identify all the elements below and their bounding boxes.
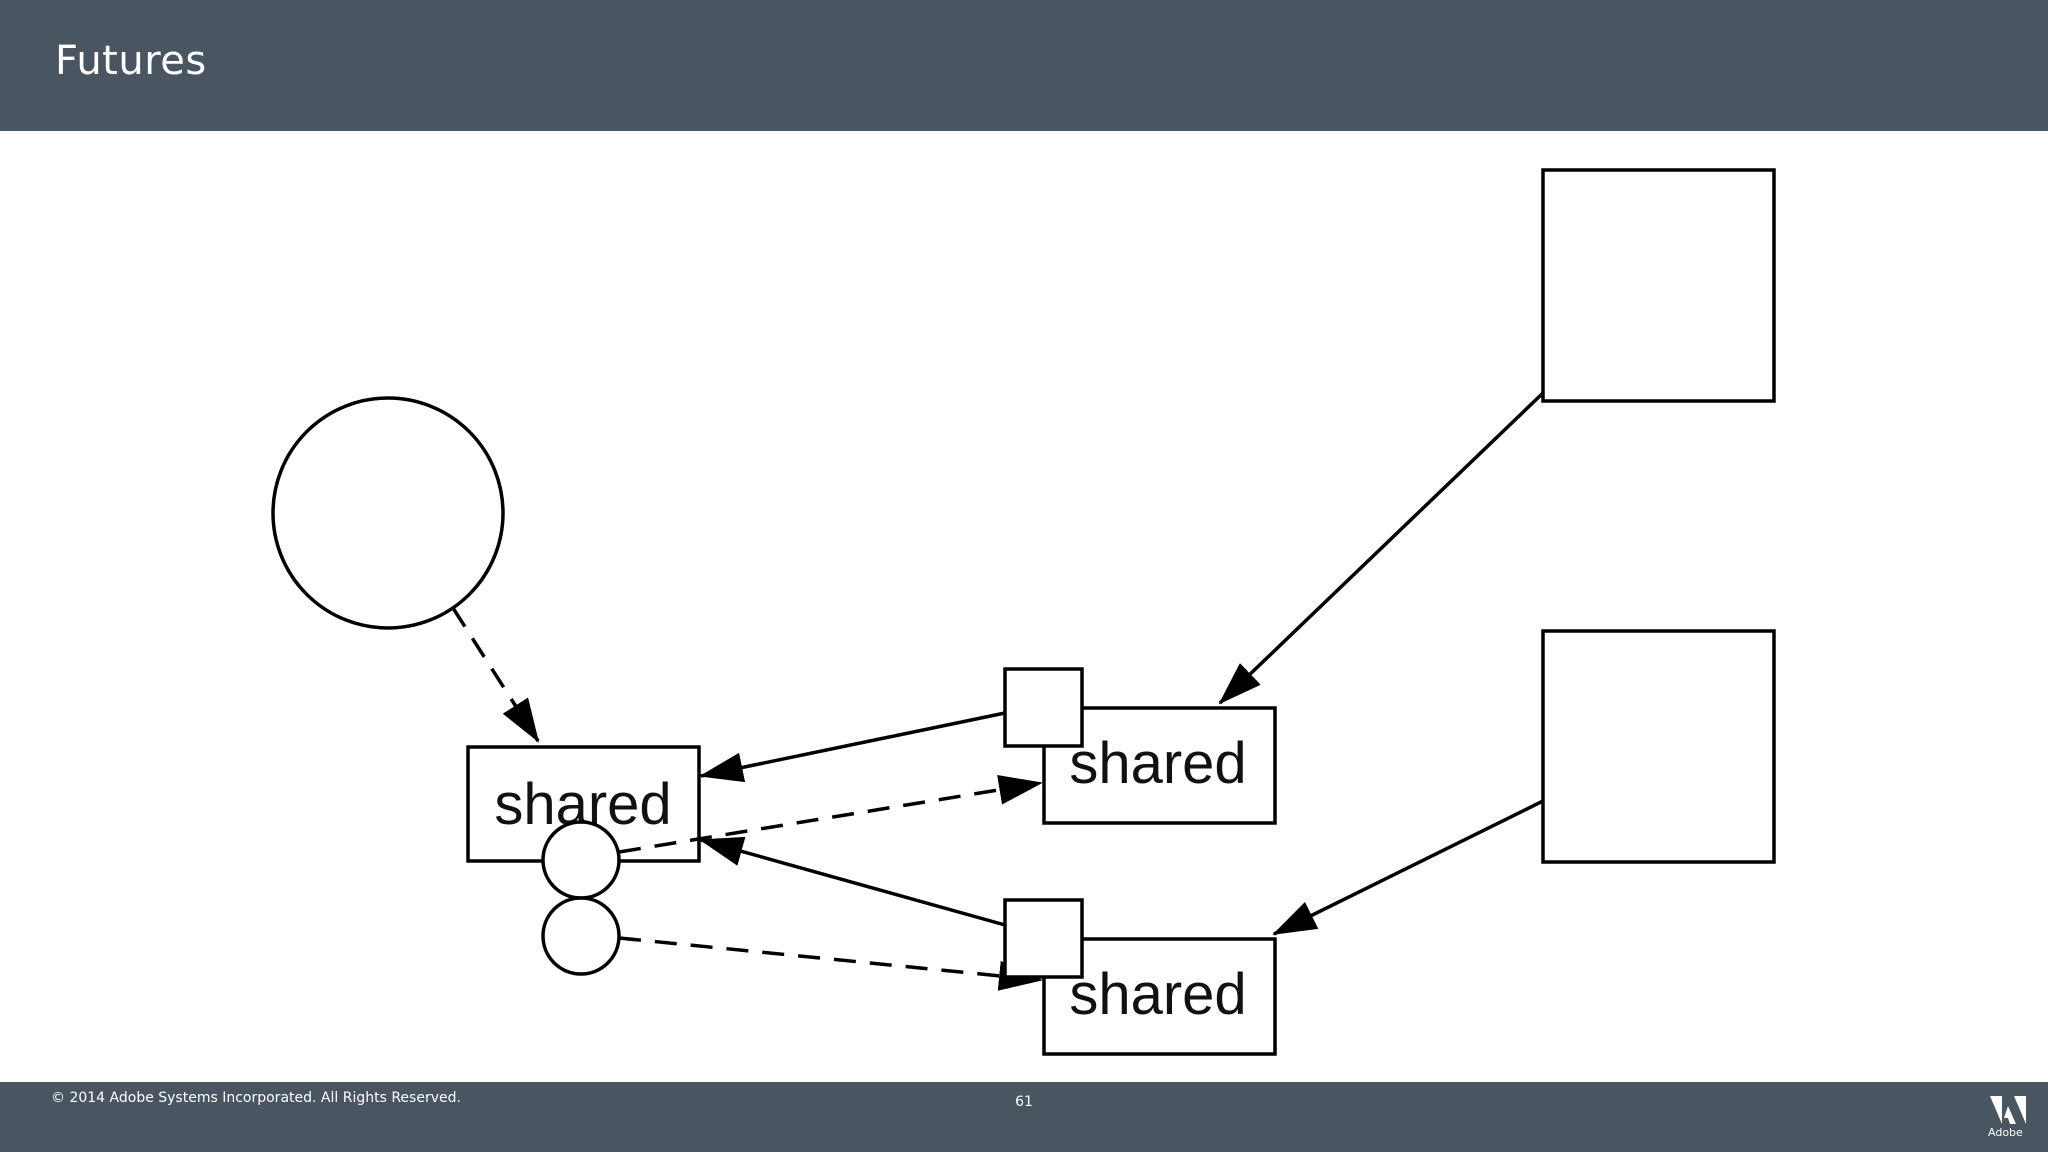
small-circle-top <box>541 820 621 900</box>
shared-label-bottom: shared <box>1069 962 1246 1027</box>
arrow-circle-to-shared-left <box>451 607 540 743</box>
page-number: 61 <box>1015 1094 1033 1110</box>
small-square-top <box>1003 667 1084 748</box>
arrow-small-circle-bottom-to-shared-bottom <box>618 936 1043 991</box>
task-square-bottom <box>1541 629 1776 864</box>
arrow-square-bottom-to-shared-bottom <box>1272 799 1544 936</box>
shared-label-top: shared <box>1069 731 1246 796</box>
footer-bar <box>0 1082 2048 1152</box>
arrow-small-square-top-to-shared-left <box>699 711 1006 783</box>
promise-circle <box>271 396 505 630</box>
arrow-small-square-bottom-to-shared-left <box>699 836 1006 927</box>
copyright-text: © 2014 Adobe Systems Incorporated. All R… <box>51 1090 461 1106</box>
adobe-logo-icon <box>1990 1096 2026 1124</box>
arrow-square-top-to-shared-top <box>1218 391 1545 705</box>
adobe-logo-text: Adobe <box>1988 1126 2023 1139</box>
header-bar <box>0 0 2048 131</box>
slide-title: Futures <box>55 38 207 84</box>
small-square-bottom <box>1003 898 1084 979</box>
small-circle-bottom <box>541 896 621 976</box>
task-square-top <box>1541 168 1776 403</box>
